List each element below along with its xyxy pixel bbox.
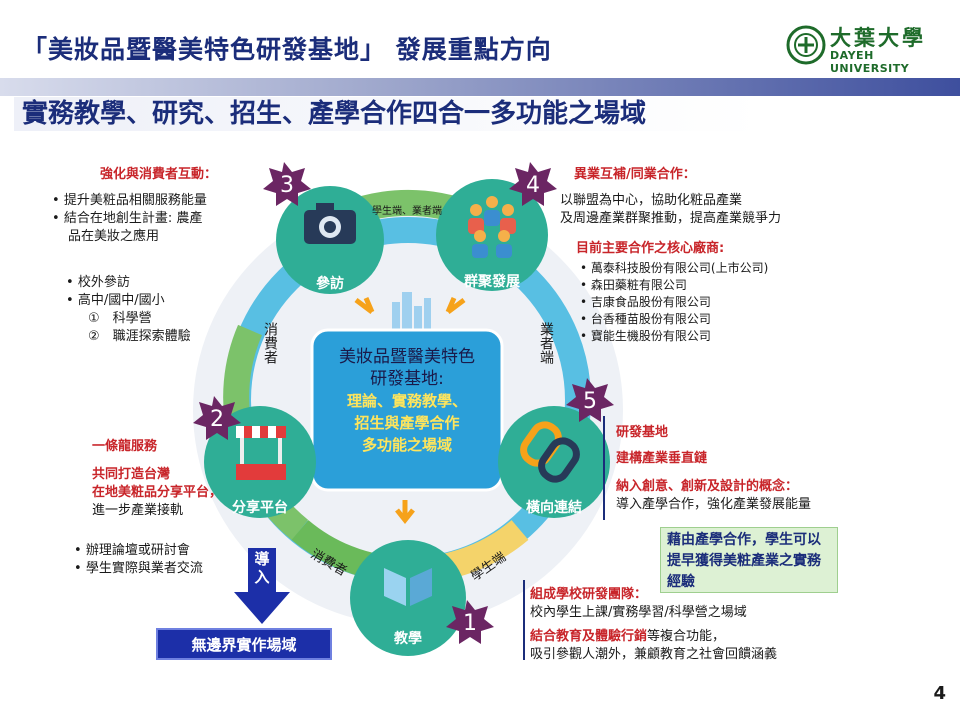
list-item: • 提升美粧品相關服務能量 [52, 193, 207, 208]
right-top-heading: 異業互補/同業合作： [574, 167, 696, 182]
page-subtitle: 實務教學、研究、招生、產學合作四合一多功能之場域 [14, 97, 762, 131]
hub-box [310, 328, 504, 492]
right-mid-block: 研發基地 建構產業垂直鏈 納入創意、創新及設計的概念： 導入產學合作，強化產業發… [616, 424, 811, 514]
badge-5-number: 5 [583, 389, 597, 414]
visitor-line: 吸引參觀人潮外，兼顧教育之社會回饋涵義 [530, 647, 778, 662]
badge-star-4 [509, 162, 557, 206]
education-line: 結合教育及體驗行銷等複合功能， [530, 629, 726, 644]
hub-line-4: 招生與產學合作 [354, 414, 460, 432]
one-stop-heading: 一條龍服務 [92, 439, 158, 454]
logo-english-name: DAYEH UNIVERSITY [830, 49, 910, 75]
book-icon [384, 568, 432, 606]
list-sub-item: ② 職涯探索體驗 [88, 329, 191, 344]
import-arrow-icon [234, 548, 290, 624]
badge-3-number: 3 [280, 173, 294, 198]
node-cluster-label: 群聚發展 [464, 274, 520, 290]
badge-2: 2 [190, 395, 244, 449]
chain-link-icon [520, 421, 580, 483]
list-item: • 校外參訪 [66, 275, 130, 290]
list-sub-item: ① 科學營 [88, 311, 152, 326]
badge-star-1 [446, 600, 494, 644]
badge-star-2 [193, 396, 241, 440]
left-mid-list: • 校外參訪 • 高中/國中/國小 ① 科學營 ② 職涯探索體驗 [66, 274, 191, 346]
node-link-circle [498, 406, 610, 518]
page-title: 「美妝品暨醫美特色研發基地」 發展重點方向 [22, 35, 552, 64]
list-item: • 高中/國中/國小 [66, 293, 165, 308]
university-seal-icon [786, 25, 826, 65]
share-line-2: 在地美粧品分享平台， [92, 485, 223, 500]
node-teach-label: 教學 [394, 631, 422, 647]
badge-star-3 [263, 162, 311, 206]
innovation-line: 納入創意、創新及設計的概念： [616, 479, 799, 494]
arrow-icon [354, 297, 375, 314]
node-teach-circle [350, 540, 466, 656]
list-item: • 結合在地創生計畫: 農產 [52, 211, 203, 226]
list-item: • 辦理論壇或研討會 [74, 543, 190, 558]
node-share-circle [204, 406, 316, 518]
team-heading: 組成學校研發團隊： [530, 587, 648, 602]
ring-label-top: 學生端、業者端 [372, 206, 442, 217]
share-line-3: 進一步產業接軌 [92, 503, 184, 518]
hub-line-1: 美妝品暨醫美特色 [339, 347, 475, 367]
university-logo: 大葉大學 DAYEH UNIVERSITY [786, 24, 936, 75]
team-line: 校內學生上課/實務學習/科學營之場域 [530, 605, 747, 620]
hub-text: 美妝品暨醫美特色 研發基地: 理論、實務教學、 招生與產學合作 多功能之場域 [312, 346, 502, 456]
vertical-chain-line: 建構產業垂直鏈 [616, 451, 708, 466]
ring-label-right: 業者端 [538, 322, 554, 364]
logo-chinese-name: 大葉大學 [830, 26, 926, 50]
list-item-continued: 品在美妝之應用 [68, 229, 160, 244]
left-share-block: 一條龍服務 共同打造台灣 在地美粧品分享平台， 進一步產業接軌 [92, 438, 222, 520]
badge-5: 5 [563, 377, 617, 431]
node-visit-label: 參訪 [316, 276, 344, 292]
industry-experience-callout: 藉由產學合作，學生可以提早獲得美粧產業之實務經驗 [660, 527, 838, 593]
import-label: 導入 [254, 550, 270, 586]
badge-4-number: 4 [526, 173, 540, 198]
arrow-icon [445, 297, 466, 314]
rd-base-line: 研發基地 [616, 425, 669, 440]
badge-1-number: 1 [463, 611, 477, 636]
partner-item: • 萬泰科技股份有限公司(上市公司) [580, 261, 769, 275]
ring-label-left: 消費者 [262, 322, 278, 364]
partner-item: • 台香種苗股份有限公司 [580, 312, 711, 326]
badge-star-5 [566, 378, 614, 422]
team-icon [468, 196, 516, 258]
partner-item: • 吉康食品股份有限公司 [580, 295, 711, 309]
city-skyline-icon [392, 292, 431, 330]
camera-icon [304, 203, 356, 244]
arrow-icon [395, 500, 415, 525]
badge-1: 1 [443, 599, 497, 653]
right-bottom-block: 組成學校研發團隊： 校內學生上課/實務學習/科學營之場域 結合教育及體驗行銷等複… [530, 586, 777, 664]
cluster-line-1: 以聯盟為中心，協助化粧品產業 [560, 193, 743, 208]
node-cluster-circle [436, 179, 548, 291]
market-stall-icon [236, 426, 286, 480]
cluster-line-2: 及周邊產業群聚推動，提高產業競爭力 [560, 211, 782, 226]
interaction-heading: 強化與消費者互動： [100, 167, 218, 182]
partners-heading: 目前主要合作之核心廠商: [576, 241, 725, 256]
hub-line-5: 多功能之場域 [361, 436, 452, 454]
node-share-label: 分享平台 [232, 500, 288, 516]
hub-line-3: 理論、實務教學、 [346, 392, 467, 410]
left-top-heading: 強化與消費者互動： [100, 166, 217, 184]
partner-item: • 森田藥粧有限公司 [580, 278, 687, 292]
badge-4: 4 [506, 161, 560, 215]
badge-2-number: 2 [210, 407, 224, 432]
industry-line: 導入產學合作，強化產業發展能量 [616, 497, 812, 512]
hub-line-2: 研發基地: [370, 369, 444, 389]
boundless-field-box: 無邊界實作場域 [156, 628, 332, 660]
list-item: • 學生實際與業者交流 [74, 561, 203, 576]
node-link-label: 橫向連結 [526, 500, 582, 516]
left-top-list: • 提升美粧品相關服務能量 • 結合在地創生計畫: 農產 品在美妝之應用 [52, 192, 207, 246]
header-band [0, 78, 960, 96]
partner-item: • 寶能生機股份有限公司 [580, 329, 711, 343]
share-line-1: 共同打造台灣 [92, 467, 171, 482]
partners-list: • 萬泰科技股份有限公司(上市公司) • 森田藥粧有限公司 • 吉康食品股份有限… [580, 260, 768, 345]
badge-3: 3 [260, 161, 314, 215]
left-bottom-list: • 辦理論壇或研討會 • 學生實際與業者交流 [74, 542, 203, 578]
right-top-text: 以聯盟為中心，協助化粧品產業 及周邊產業群聚推動，提高產業競爭力 [560, 192, 781, 228]
page-number: 4 [933, 683, 946, 704]
